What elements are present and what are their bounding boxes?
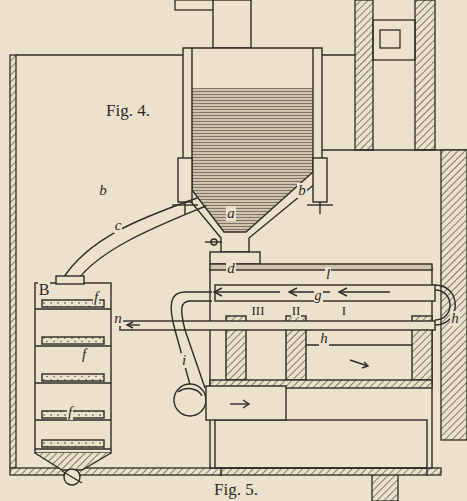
furnace-stroke — [426, 468, 427, 476]
furnace-stroke — [243, 400, 249, 408]
part-letter: B — [38, 282, 51, 298]
furnace-stroke — [289, 288, 297, 296]
furnace-stroke — [214, 288, 222, 296]
masonry-stroke — [441, 150, 467, 440]
part-letter: b — [98, 183, 108, 198]
part-letter: h — [450, 311, 460, 326]
masonry-stroke — [415, 0, 435, 150]
zone-numeral: I — [341, 304, 347, 317]
tower-b-stroke-stroke — [35, 448, 111, 449]
furnace-stroke — [128, 324, 140, 325]
tower-b-stroke — [62, 471, 82, 483]
tower-b-stroke — [35, 453, 111, 470]
part-letter: f — [81, 347, 87, 362]
furnace-stroke — [182, 301, 212, 388]
part-letter: i — [181, 353, 187, 368]
masonry-stroke — [355, 0, 373, 150]
masonry — [10, 0, 467, 501]
zone-numeral: III — [251, 304, 266, 317]
furnace-stroke — [220, 468, 221, 476]
hopper-stroke — [178, 158, 192, 202]
furnace-stroke — [171, 292, 212, 392]
part-letter: l — [325, 267, 331, 282]
part-letter: b — [297, 183, 307, 198]
furnace-stroke — [174, 384, 206, 416]
furnace-stroke — [362, 362, 368, 368]
pipe-c — [62, 198, 206, 282]
tower-b — [35, 276, 111, 485]
hopper-stroke — [192, 88, 313, 232]
figure-caption: Fig. 5. — [213, 481, 259, 498]
hopper-stroke — [205, 241, 222, 242]
tower-b-stroke-stroke — [35, 419, 111, 420]
zone-numeral: II — [291, 304, 302, 317]
furnace-stroke — [215, 285, 435, 301]
hopper — [172, 0, 333, 264]
pipe-c-stroke — [76, 206, 206, 282]
tower-b-stroke-stroke — [42, 337, 104, 344]
furnace-stroke — [230, 403, 248, 404]
tower-b-stroke-stroke — [42, 440, 104, 447]
masonry-stroke — [10, 55, 16, 468]
tower-b-stroke — [35, 283, 111, 453]
furnace-stroke — [206, 386, 286, 420]
part-letter: f — [93, 290, 99, 305]
hopper-stroke — [313, 158, 327, 202]
tower-b-stroke — [35, 300, 111, 449]
hopper-stroke — [213, 0, 251, 48]
tower-b-stroke-stroke — [42, 374, 104, 381]
furnace — [120, 264, 455, 476]
part-letter: c — [114, 218, 123, 233]
furnace-stroke — [290, 291, 330, 292]
tower-b-stroke-stroke — [35, 308, 111, 309]
tower-b-stroke-stroke — [35, 345, 111, 346]
hopper-stroke — [183, 48, 322, 252]
figure-caption: Fig. 4. — [105, 102, 151, 119]
tower-b-stroke-stroke — [35, 382, 111, 383]
furnace-stroke — [215, 420, 427, 468]
part-letter: n — [113, 311, 123, 326]
masonry-stroke — [373, 20, 415, 60]
part-letter: h — [319, 331, 329, 346]
furnace-stroke — [127, 322, 133, 328]
furnace-stroke — [178, 389, 202, 396]
masonry-stroke — [380, 30, 400, 48]
pipe-c-stroke — [62, 198, 197, 280]
hopper-stroke — [319, 202, 320, 214]
furnace-stroke — [340, 291, 390, 292]
tower-b-stroke — [56, 276, 84, 284]
hopper-stroke — [192, 48, 313, 232]
part-letter: a — [226, 206, 236, 221]
furnace-stroke — [339, 288, 347, 296]
part-letter: d — [226, 261, 236, 276]
furnace-stroke — [215, 291, 280, 292]
hopper-stroke — [184, 202, 185, 214]
part-letter: f — [67, 405, 73, 420]
furnace-stroke — [120, 321, 435, 330]
part-letter: g — [314, 289, 323, 303]
furnace-stroke — [435, 290, 450, 320]
furnace-stroke — [210, 264, 432, 270]
